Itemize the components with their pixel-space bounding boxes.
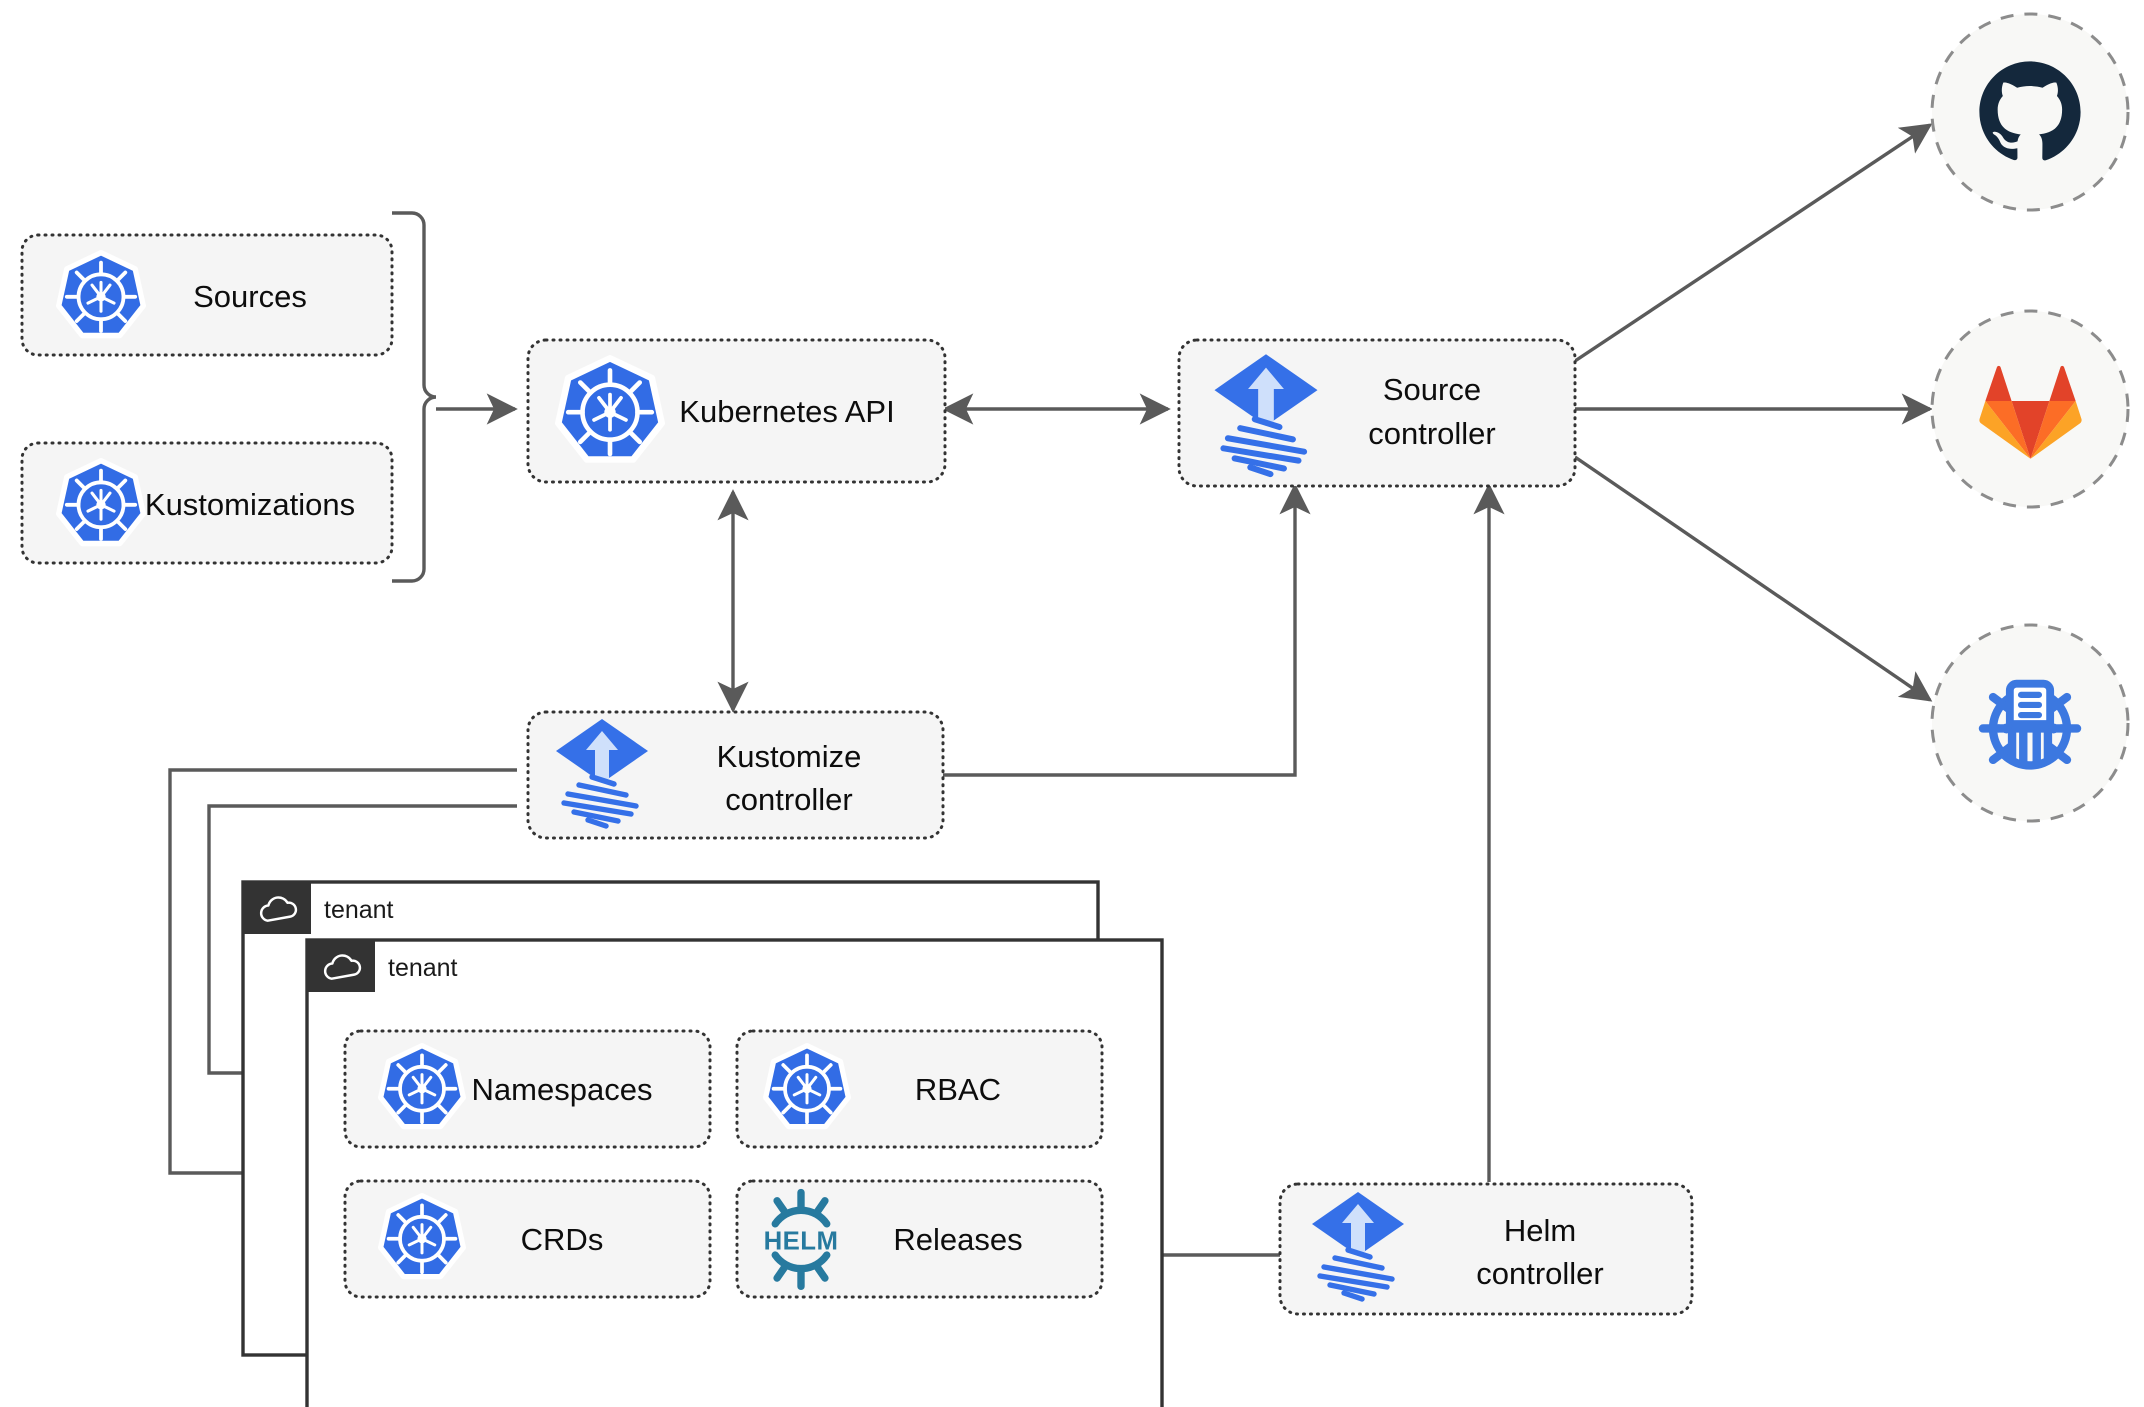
node-kustomizations[interactable]: Kustomizations	[20, 441, 394, 565]
provider-github[interactable]	[1930, 12, 2130, 212]
tenant-container-front[interactable]: tenant	[305, 938, 1164, 1407]
provider-gitlab[interactable]	[1930, 309, 2130, 509]
node-crds[interactable]: CRDs	[343, 1179, 712, 1299]
source-controller-label-2: controller	[1368, 416, 1496, 451]
node-kubernetes-api[interactable]: Kubernetes API	[526, 338, 947, 484]
rbac-label: RBAC	[915, 1072, 1001, 1107]
kubernetes-icon	[59, 461, 144, 544]
kustomizations-label: Kustomizations	[145, 487, 355, 522]
kustomize-controller-label-2: controller	[725, 782, 853, 817]
connector-kustomizectl-sourcectl	[943, 483, 1311, 777]
connector-sourcectl-helmrepo	[1574, 455, 1933, 702]
connector-sourcectl-github	[1574, 123, 1933, 363]
helm-controller-label-2: controller	[1476, 1256, 1604, 1291]
kubernetes-icon	[381, 1046, 464, 1127]
tenant-back-label: tenant	[324, 896, 394, 924]
node-kustomize-controller[interactable]: Kustomize controller	[526, 710, 945, 840]
helm-controller-label-1: Helm	[1504, 1213, 1576, 1248]
tenant-front-label: tenant	[388, 954, 458, 982]
node-sources[interactable]: Sources	[20, 233, 394, 357]
node-namespaces[interactable]: Namespaces	[343, 1029, 712, 1149]
kubernetes-api-label: Kubernetes API	[679, 394, 894, 429]
sources-label: Sources	[193, 279, 307, 314]
kustomize-controller-label-1: Kustomize	[717, 739, 862, 774]
connector-brace	[392, 211, 437, 583]
kubernetes-icon	[766, 1046, 849, 1127]
node-releases[interactable]: Releases	[735, 1179, 1104, 1299]
source-controller-label-1: Source	[1383, 372, 1481, 407]
node-rbac[interactable]: RBAC	[735, 1029, 1104, 1149]
kubernetes-icon	[558, 358, 661, 459]
releases-label: Releases	[893, 1222, 1022, 1257]
node-helm-controller[interactable]: Helm controller	[1278, 1182, 1694, 1316]
provider-helm-repository[interactable]	[1930, 623, 2130, 823]
node-source-controller[interactable]: Source controller	[1177, 338, 1577, 488]
namespaces-label: Namespaces	[472, 1072, 653, 1107]
connector-kustomizectl-tenant-back	[168, 768, 517, 1189]
kubernetes-icon	[59, 253, 144, 336]
crds-label: CRDs	[521, 1222, 604, 1257]
kubernetes-icon	[381, 1196, 464, 1277]
